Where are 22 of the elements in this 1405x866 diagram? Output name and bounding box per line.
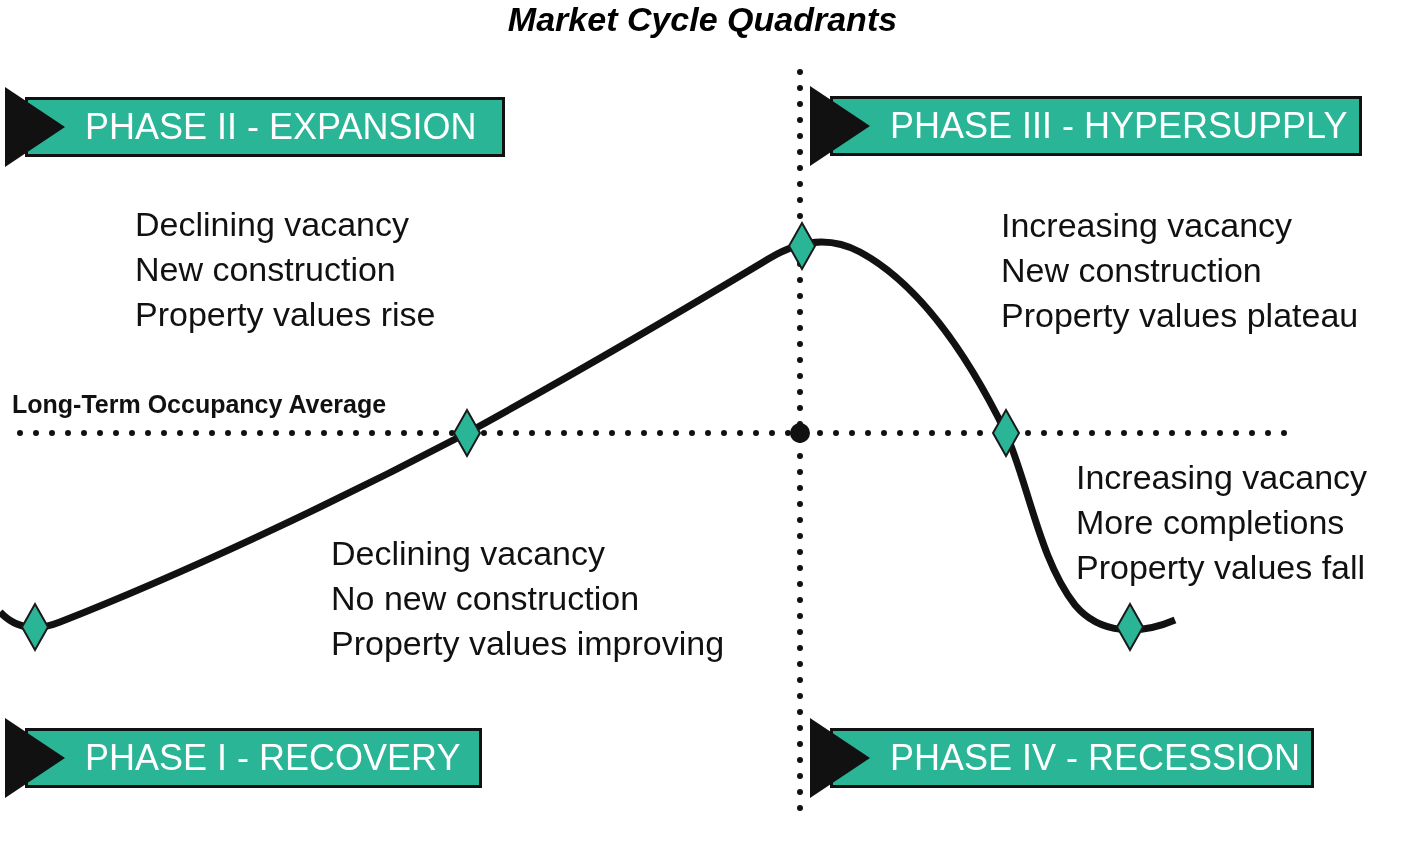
phase-description: Declining vacancy	[331, 533, 606, 573]
phase-description: Property values rise	[135, 294, 436, 334]
phase-description: More completions	[1076, 502, 1345, 542]
phase-description: New construction	[1001, 250, 1262, 290]
axis-label: Long-Term Occupancy Average	[12, 389, 387, 419]
phase-description: Property values improving	[331, 623, 725, 663]
phase-label: PHASE IV - RECESSION	[890, 736, 1301, 780]
phase-banner	[5, 718, 482, 798]
phase-label: PHASE I - RECOVERY	[85, 736, 461, 780]
phase-description: Property values plateau	[1001, 295, 1359, 335]
diagram-title: Market Cycle Quadrants	[506, 0, 899, 38]
phase-banner	[810, 718, 1314, 798]
phase-description: Property values fall	[1076, 547, 1366, 587]
phase-label: PHASE II - EXPANSION	[85, 105, 477, 149]
phase-label: PHASE III - HYPERSUPPLY	[890, 104, 1348, 148]
phase-banner	[5, 87, 505, 167]
phase-description: Declining vacancy	[135, 204, 410, 244]
phase-banner	[810, 86, 1362, 166]
phase-description: New construction	[135, 249, 396, 289]
phase-description: Increasing vacancy	[1001, 205, 1293, 245]
phase-description: Increasing vacancy	[1076, 457, 1368, 497]
phase-description: No new construction	[331, 578, 640, 618]
